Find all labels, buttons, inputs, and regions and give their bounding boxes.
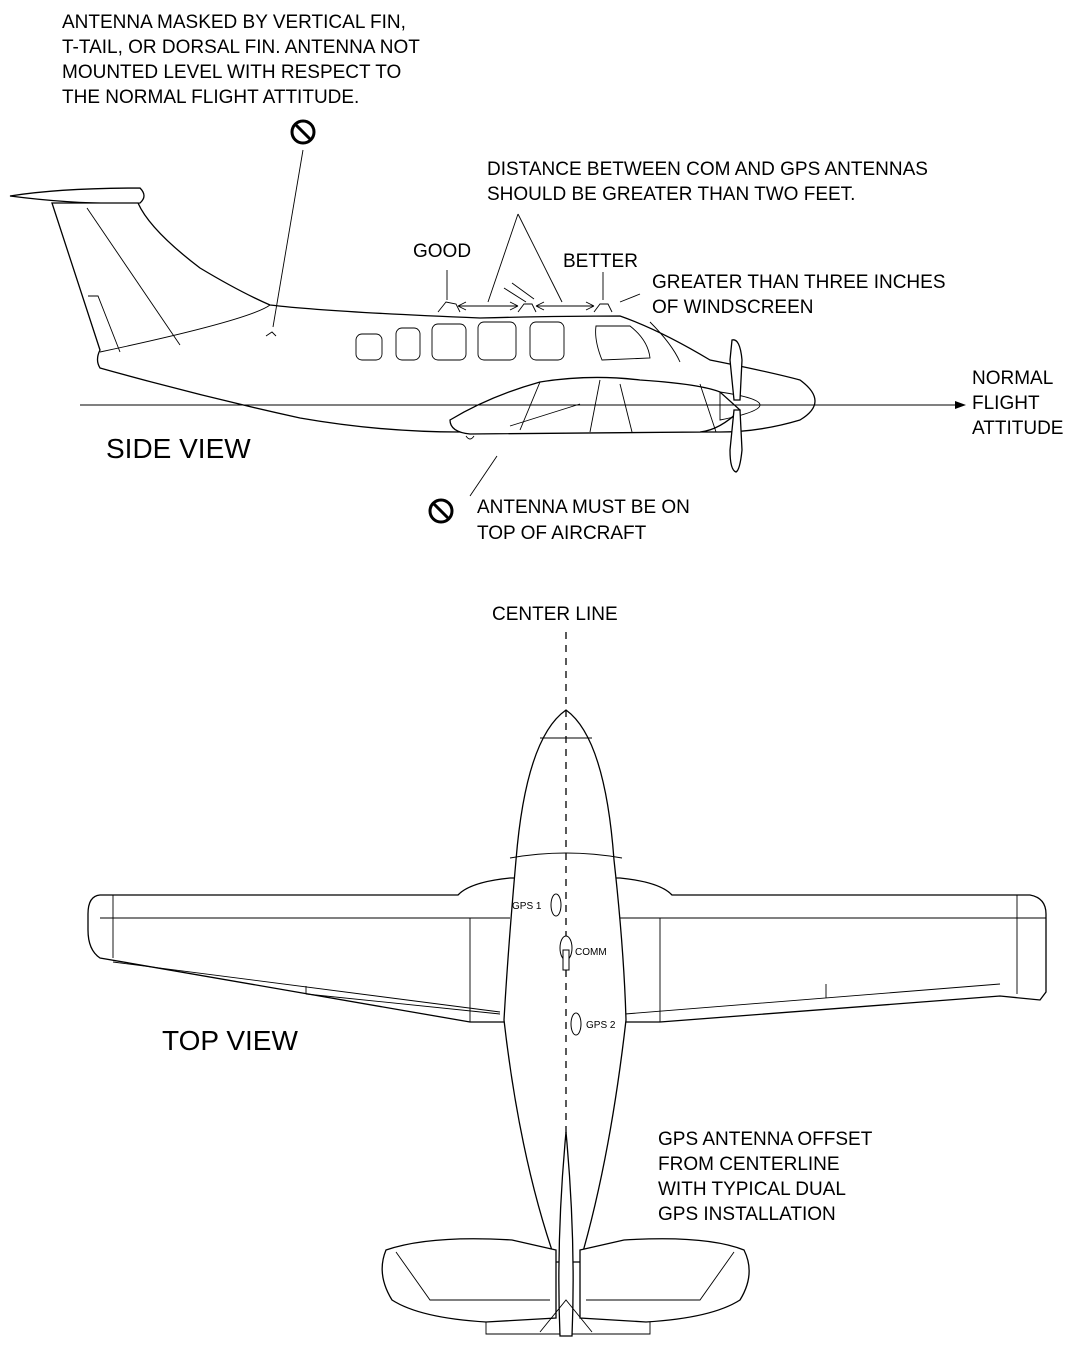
- offset-note-line3: WITH TYPICAL DUAL: [658, 1179, 846, 1200]
- offset-note-line4: GPS INSTALLATION: [658, 1204, 836, 1225]
- offset-note-line1: GPS ANTENNA OFFSET: [658, 1129, 873, 1150]
- attitude-label-line1: NORMAL: [972, 368, 1053, 389]
- center-line-label: CENTER LINE: [492, 604, 618, 625]
- windscreen-note-line1: GREATER THAN THREE INCHES: [652, 272, 946, 293]
- distance-arrows: [446, 213, 641, 311]
- prohibited-icon: [290, 119, 316, 145]
- masked-note-line3: MOUNTED LEVEL WITH RESPECT TO: [62, 62, 401, 83]
- distance-note-line2: SHOULD BE GREATER THAN TWO FEET.: [487, 184, 855, 205]
- gps1-antenna: [550, 893, 562, 917]
- masked-note-line1: ANTENNA MASKED BY VERTICAL FIN,: [62, 12, 406, 33]
- side-view-aircraft: [9, 187, 816, 473]
- masked-note-line2: T-TAIL, OR DORSAL FIN. ANTENNA NOT: [62, 37, 420, 58]
- comm-antenna: [559, 935, 573, 971]
- masked-leader-line: [272, 149, 304, 328]
- gps2-label: GPS 2: [586, 1020, 616, 1031]
- gps2-antenna: [570, 1012, 582, 1036]
- better-label: BETTER: [563, 251, 638, 272]
- top-view-title: TOP VIEW: [162, 1025, 298, 1056]
- gps1-label: GPS 1: [512, 901, 542, 912]
- top-view-aircraft: [87, 709, 1047, 1337]
- top-of-aircraft-note-line2: TOP OF AIRCRAFT: [477, 523, 647, 544]
- belly-leader-line: [469, 455, 498, 497]
- prohibited-icon: [428, 498, 454, 524]
- distance-note-line1: DISTANCE BETWEEN COM AND GPS ANTENNAS: [487, 159, 928, 180]
- good-label: GOOD: [413, 241, 471, 262]
- side-view-title: SIDE VIEW: [106, 433, 251, 464]
- flight-attitude-line: [80, 401, 966, 409]
- attitude-label-line3: ATTITUDE: [972, 418, 1063, 439]
- offset-note-line2: FROM CENTERLINE: [658, 1154, 840, 1175]
- attitude-label-line2: FLIGHT: [972, 393, 1040, 414]
- windscreen-note-line2: OF WINDSCREEN: [652, 297, 814, 318]
- top-of-aircraft-note-line1: ANTENNA MUST BE ON: [477, 497, 690, 518]
- comm-label: COMM: [575, 947, 607, 958]
- masked-note-line4: THE NORMAL FLIGHT ATTITUDE.: [62, 87, 359, 108]
